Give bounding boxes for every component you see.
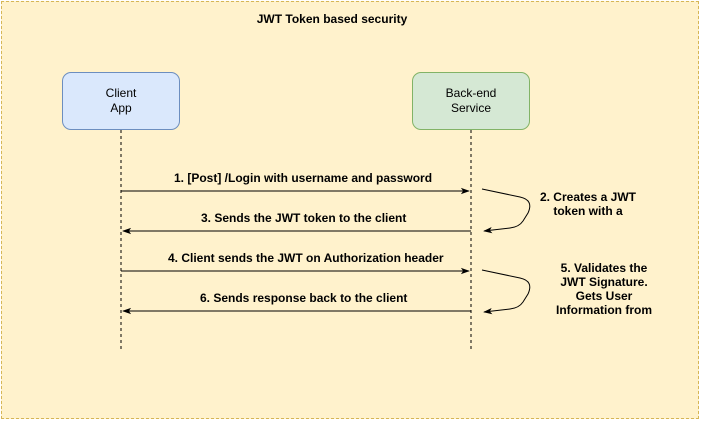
note-step-5-line2: JWT Signature. [560, 275, 648, 289]
note-step-2-line1: 2. Creates a JWT [539, 190, 637, 204]
note-step-5-line4: Information from [556, 303, 652, 317]
message-label-6: 6. Sends response back to the client [200, 291, 408, 305]
note-step-2-line2: token with a [553, 204, 623, 218]
client-label-line2: App [110, 101, 132, 115]
message-label-1: 1. [Post] /Login with username and passw… [174, 171, 433, 185]
note-step-5-line1: 5. Validates the [560, 261, 648, 275]
note-step-5-line3: Gets User [575, 289, 633, 303]
note-step-5: 5. Validates the JWT Signature. Gets Use… [546, 261, 662, 317]
message-label-3: 3. Sends the JWT token to the client [201, 211, 407, 225]
backend-service-participant: Back-end Service [412, 72, 530, 130]
diagram-title: JWT Token based security [256, 12, 408, 26]
message-label-4: 4. Client sends the JWT on Authorization… [168, 251, 444, 265]
self-loop-2 [481, 188, 531, 234]
self-loop-5 [481, 269, 531, 315]
server-label-line2: Service [450, 101, 491, 115]
note-step-2: 2. Creates a JWT token with a [530, 190, 646, 218]
client-app-participant: Client App [62, 72, 180, 130]
server-label-line1: Back-end [445, 86, 497, 100]
client-label-line1: Client [105, 86, 137, 100]
